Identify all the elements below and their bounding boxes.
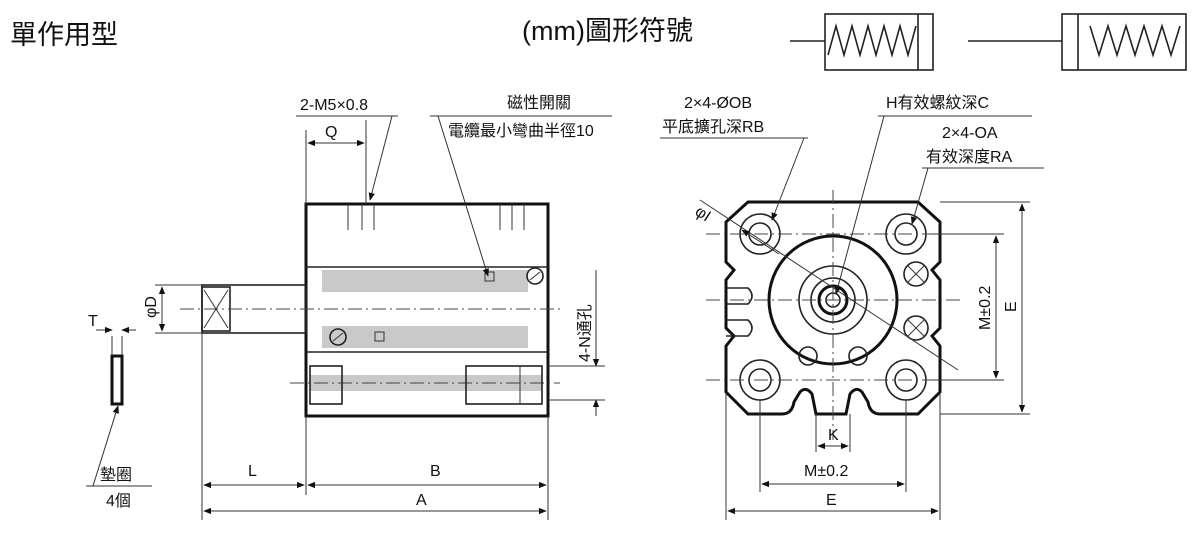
a-label: A	[416, 492, 427, 509]
b-label: B	[430, 463, 441, 480]
oa-label: 2×4-OA	[942, 125, 998, 142]
dimension-horizontal: K M±0.2 E	[725, 392, 941, 520]
thread-label: 2-M5×0.8	[300, 97, 368, 114]
washer: T 墊圈 4個	[86, 313, 152, 510]
page-title: 單作用型	[10, 20, 118, 50]
thread-leader: 2-M5×0.8	[296, 97, 398, 201]
ob-label: 2×4-ØOB	[684, 95, 752, 112]
h-leader: H有效螺紋深C	[834, 94, 1032, 295]
m-horiz-label: M±0.2	[804, 463, 848, 480]
cylinder-front-view	[706, 190, 960, 440]
dimension-lba: L B A	[201, 333, 549, 520]
spring-symbol-2	[968, 13, 1187, 71]
oa-leader: 2×4-OA 有效深度RA	[910, 125, 1044, 225]
t-label: T	[88, 313, 98, 330]
spring-symbol-1	[790, 13, 934, 71]
dimension-n-hole: 4-N通孔	[548, 270, 605, 416]
dimension-phi-d: φD	[143, 284, 202, 334]
symbol-caption: (mm)圖形符號	[522, 16, 693, 46]
e-horiz-label: E	[826, 492, 837, 509]
phi-d-label: φD	[143, 296, 160, 318]
ra-label: 有效深度RA	[926, 148, 1013, 166]
dimension-q: Q	[305, 120, 367, 204]
n-hole-label: 4-N通孔	[576, 304, 594, 362]
washer-count: 4個	[106, 492, 131, 510]
e-vert-label: E	[1003, 301, 1020, 312]
rb-label: 平底擴孔深RB	[662, 118, 764, 136]
m-vert-label: M±0.2	[977, 286, 994, 330]
ob-leader: 2×4-ØOB 平底擴孔深RB	[660, 95, 808, 221]
washer-label: 墊圈	[100, 466, 132, 484]
switch-desc: 電纜最小彎曲半徑10	[448, 121, 594, 140]
switch-leader: 磁性開關 電纜最小彎曲半徑10	[430, 94, 612, 277]
l-label: L	[248, 463, 257, 480]
k-label: K	[828, 427, 839, 444]
h-label: H有效螺紋深C	[886, 94, 989, 112]
cylinder-side-view	[180, 202, 560, 418]
dimension-vertical: M±0.2 E	[930, 201, 1030, 415]
q-label: Q	[325, 124, 337, 141]
phi-i-dimension: φI	[692, 199, 959, 371]
switch-title: 磁性開關	[507, 94, 571, 112]
